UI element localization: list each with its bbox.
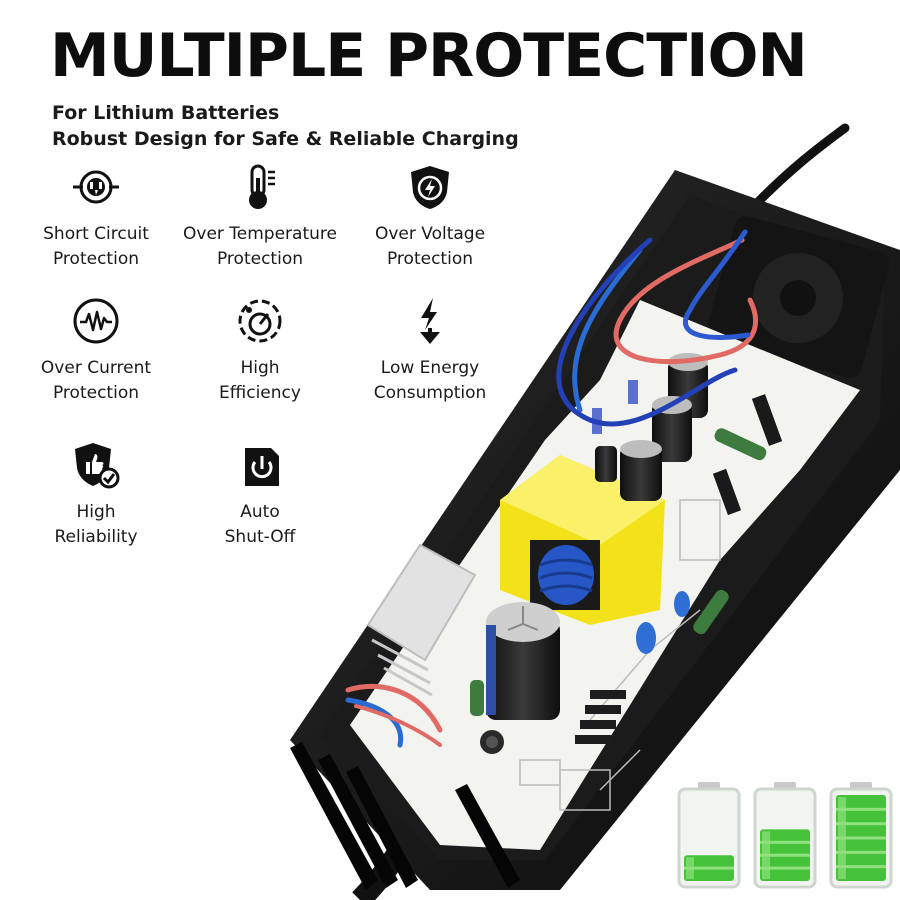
battery-segment-divider bbox=[760, 853, 810, 857]
subtitle-design: Robust Design for Safe & Reliable Chargi… bbox=[52, 128, 519, 150]
subtitle-batteries: For Lithium Batteries bbox=[52, 102, 280, 124]
feature-over-current: Over Current Protection bbox=[6, 296, 186, 406]
feature-low-energy: Low Energy Consumption bbox=[340, 296, 520, 406]
current-wave-icon bbox=[73, 298, 119, 344]
shield-thumbs-up-icon bbox=[75, 443, 120, 489]
headline: MULTIPLE PROTECTION bbox=[50, 21, 808, 91]
short-circuit-plug-icon bbox=[73, 170, 119, 204]
feature-label: Low Energy Consumption bbox=[373, 358, 487, 403]
battery-segment-divider bbox=[836, 836, 886, 840]
feature-over-voltage: Over Voltage Protection bbox=[340, 162, 520, 272]
shield-bolt-icon bbox=[411, 166, 449, 209]
small-capacitors bbox=[595, 353, 708, 501]
battery-segment-divider bbox=[836, 822, 886, 826]
feature-over-temperature: Over Temperature Protection bbox=[170, 162, 350, 272]
efficiency-gauge-icon bbox=[238, 299, 282, 343]
feature-auto-shut-off: Auto Shut-Off bbox=[170, 440, 350, 550]
feature-label: Over Voltage Protection bbox=[374, 224, 486, 269]
feature-label: Auto Shut-Off bbox=[224, 502, 296, 547]
battery-highlight bbox=[838, 797, 846, 879]
battery-medium bbox=[753, 782, 817, 889]
feature-label: Short Circuit Protection bbox=[43, 224, 149, 269]
main-capacitor bbox=[486, 620, 560, 720]
battery-low bbox=[677, 782, 741, 889]
feature-label: High Efficiency bbox=[219, 358, 301, 403]
battery-segment-divider bbox=[836, 807, 886, 811]
battery-segment-divider bbox=[684, 866, 734, 870]
feature-label: Over Current Protection bbox=[40, 358, 152, 403]
feature-short-circuit: Short Circuit Protection bbox=[6, 162, 186, 272]
battery-segment-divider bbox=[760, 840, 810, 844]
battery-segment-divider bbox=[836, 850, 886, 854]
battery-full bbox=[829, 782, 893, 889]
battery-highlight bbox=[686, 857, 694, 879]
battery-segment-divider bbox=[760, 866, 810, 870]
feature-label: Over Temperature Protection bbox=[183, 224, 337, 269]
thermometer-icon bbox=[249, 164, 275, 209]
feature-high-reliability: High Reliability bbox=[6, 440, 186, 550]
power-button-icon bbox=[245, 448, 279, 486]
battery-segment-divider bbox=[836, 865, 886, 869]
heat-sink bbox=[366, 543, 477, 662]
battery-highlight bbox=[762, 831, 770, 879]
feature-high-efficiency: High Efficiency bbox=[170, 296, 350, 406]
feature-label: High Reliability bbox=[54, 502, 138, 547]
down-bolt-icon bbox=[420, 298, 440, 344]
